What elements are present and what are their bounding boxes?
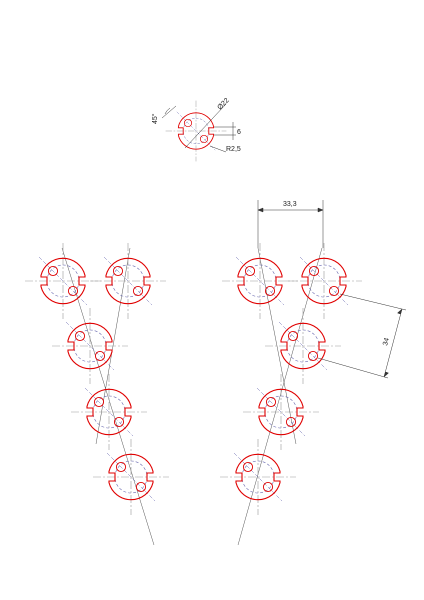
slot-width-label: 6 (237, 129, 241, 136)
horizontal-pitch-dimension (257, 200, 324, 248)
angle-label: 45° (151, 113, 159, 124)
horizontal-pitch-label: 33,3 (283, 201, 297, 208)
left-part-1 (24, 242, 102, 320)
hole-radius-label: R2,5 (226, 146, 241, 153)
vertical-pitch-dimension (317, 293, 407, 379)
right-part-2 (285, 242, 363, 320)
diameter-label: Ø22 (216, 97, 230, 111)
left-part-5 (92, 438, 170, 516)
left-part-4 (70, 373, 148, 451)
left-part-3 (51, 307, 129, 385)
detail-dimensions (161, 103, 236, 153)
right-part-5 (219, 438, 297, 516)
detail-part (165, 100, 227, 162)
vertical-pitch-label: 34 (382, 337, 391, 346)
right-part-4 (242, 373, 320, 451)
left-part-2 (89, 242, 167, 320)
right-part-3 (264, 307, 342, 385)
